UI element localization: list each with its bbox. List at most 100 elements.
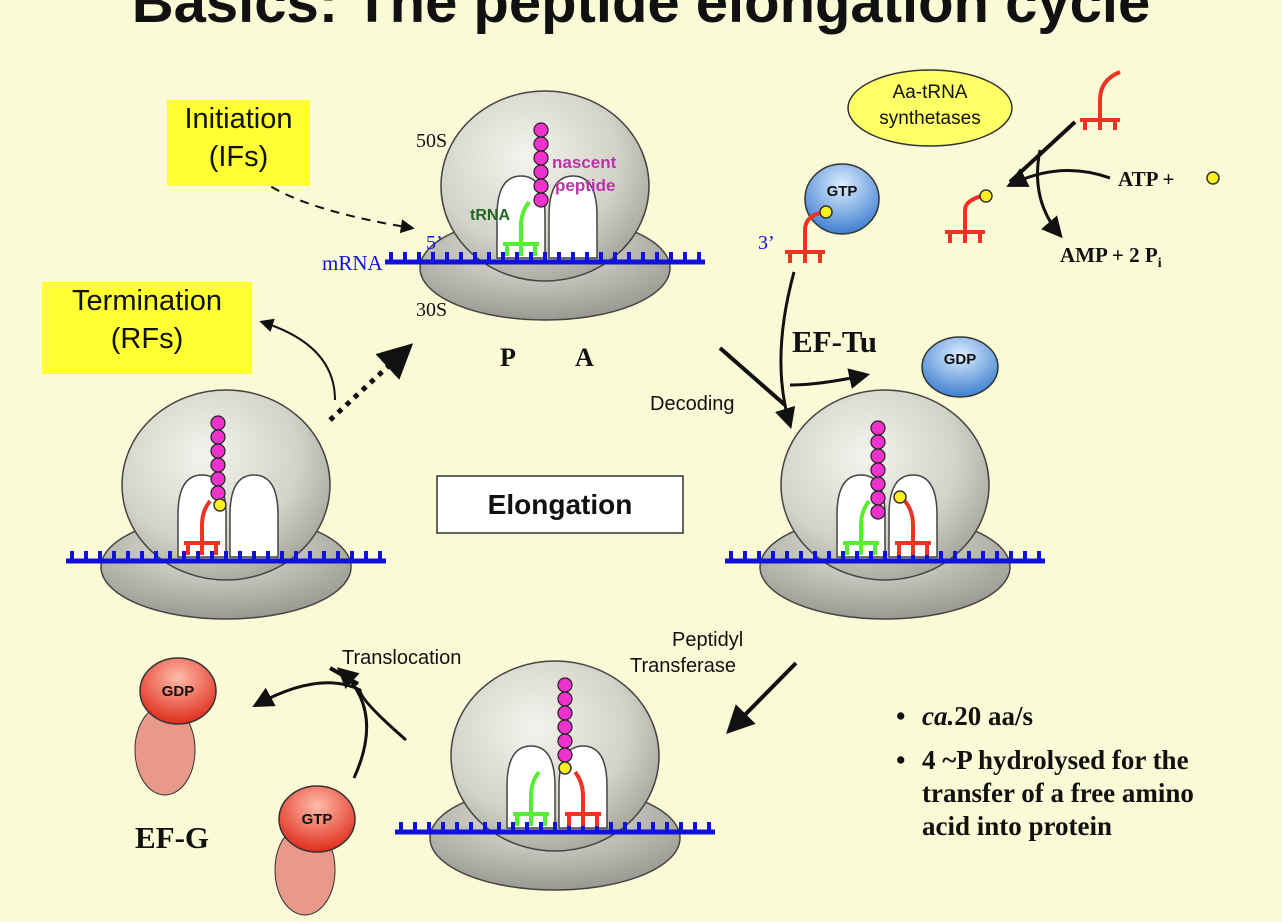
- label-ef-g-gtp: GTP: [302, 811, 333, 828]
- peptide-residue: [210, 415, 226, 431]
- amino-acid: [893, 490, 907, 504]
- ribosome-decoded: [725, 389, 1045, 620]
- elongation-box: [436, 475, 684, 534]
- a-site-pocket: [229, 474, 279, 558]
- ribosome-initial: [385, 90, 705, 321]
- peptide-residue: [557, 719, 573, 735]
- label-synthetases-1: Aa-tRNA: [893, 82, 968, 103]
- mrna-strand: [66, 551, 386, 564]
- p-site-trna: [184, 499, 220, 555]
- initiation-arrow: [257, 177, 415, 234]
- label-mrna: mRNA: [322, 251, 384, 275]
- translocation-arrow: [252, 681, 407, 742]
- ribosome-transferred: [395, 660, 715, 891]
- bullet-icon: •: [896, 745, 906, 775]
- synthetases-oval: [847, 69, 1013, 147]
- initiation-label: Initiation: [184, 103, 293, 135]
- label-ef-tu-gtp: GTP: [827, 183, 858, 200]
- label-3-prime: 3’: [758, 232, 775, 254]
- label-50s: 50S: [416, 130, 447, 152]
- peptide-residue: [870, 476, 886, 492]
- peptide-residue: [533, 164, 549, 180]
- translocation-bar: [329, 666, 359, 686]
- decoding-arrow: [775, 271, 796, 430]
- peptide-residue: [557, 691, 573, 707]
- label-p-site: P: [500, 343, 516, 372]
- peptide-residue: [210, 443, 226, 459]
- label-ef-g: EF-G: [135, 820, 209, 855]
- peptide-residue: [533, 178, 549, 194]
- label-transferase: Transferase: [630, 655, 736, 677]
- label-translocation: Translocation: [342, 647, 461, 669]
- free-trna-uncharged: [1080, 70, 1121, 130]
- initiation-box: Initiation (IFs): [167, 100, 310, 186]
- ef-tu-amino-acid: [819, 205, 833, 219]
- bullet-icon: •: [896, 701, 906, 731]
- label-amp: AMP + 2 Pi: [1060, 243, 1162, 271]
- ef-tu-gdp-blob: [921, 336, 999, 398]
- termination-arrow: [259, 318, 336, 401]
- peptide-residue: [533, 136, 549, 152]
- cycle-to-start-arrow: [328, 343, 414, 422]
- mrna-strand: [395, 822, 715, 835]
- label-elongation: Elongation: [488, 489, 633, 520]
- peptide-residue: [533, 192, 549, 208]
- label-a-site: A: [575, 343, 594, 372]
- a-site-pocket: [548, 175, 598, 259]
- label-atp: ATP +: [1118, 167, 1175, 191]
- synthetase-arrow: [1006, 168, 1111, 187]
- label-ef-tu-gdp: GDP: [944, 351, 977, 368]
- label-decoding: Decoding: [650, 393, 735, 415]
- decoding-bar: [718, 346, 787, 407]
- peptidyl-transferase-arrow: [726, 661, 798, 734]
- note-energy-text: 4 ~P hydrolysed for the transfer of a fr…: [922, 745, 1194, 841]
- translocation-ef-g-arrow: [336, 667, 369, 779]
- peptide-residue: [870, 462, 886, 478]
- peptide-residue: [870, 420, 886, 436]
- amino-acid-charged: [979, 189, 993, 203]
- termination-box: Termination (RFs): [42, 282, 252, 374]
- p-site-trna: [513, 770, 549, 826]
- label-ef-tu: EF-Tu: [792, 324, 877, 359]
- peptide-residue: [533, 150, 549, 166]
- peptide-residue: [557, 677, 573, 693]
- label-synthetases-2: synthetases: [879, 108, 980, 129]
- label-peptidyl: Peptidyl: [672, 629, 743, 651]
- peptide-residue: [557, 747, 573, 763]
- termination-label: Termination: [72, 285, 222, 317]
- cycle-arrows: [252, 120, 1111, 779]
- p-site-trna: [503, 200, 539, 256]
- ef-tu-release-arrow: [789, 368, 871, 389]
- peptide-residue: [870, 448, 886, 464]
- mrna-strand: [385, 252, 705, 265]
- label-ef-g-gdp: GDP: [162, 683, 195, 700]
- peptide-residue: [210, 457, 226, 473]
- label-trna: tRNA: [470, 207, 510, 224]
- a-site-trna: [895, 499, 931, 555]
- termination-factors-label: (RFs): [110, 323, 184, 355]
- diagram-title: Basics: The peptide elongation cycle: [132, 0, 1150, 35]
- label-nascent: nascent: [552, 153, 617, 172]
- amp-arrow: [1036, 149, 1063, 239]
- a-site-trna: [565, 770, 601, 826]
- amino-acid: [558, 761, 572, 775]
- peptide-residue: [870, 490, 886, 506]
- mrna-strand: [725, 551, 1045, 564]
- peptide-residue: [870, 434, 886, 450]
- peptide-residue: [210, 429, 226, 445]
- peptide-residue: [210, 471, 226, 487]
- note-energy: • 4 ~P hydrolysed for the transfer of a …: [896, 744, 1222, 843]
- ribosome-translocated: [66, 389, 386, 620]
- amino-acid-free: [1206, 171, 1220, 185]
- label-30s: 30S: [416, 299, 447, 321]
- note-rate-text: 20 aa/s: [954, 701, 1033, 731]
- free-trna-charged: [945, 193, 986, 243]
- ef-g-gdp: [134, 657, 217, 796]
- initiation-factors-label: (IFs): [208, 141, 269, 173]
- peptide-residue: [870, 504, 886, 520]
- peptide-residue: [557, 705, 573, 721]
- label-peptide: peptide: [555, 176, 615, 195]
- ef-g-gtp: [274, 785, 356, 916]
- peptide-residue: [210, 485, 226, 501]
